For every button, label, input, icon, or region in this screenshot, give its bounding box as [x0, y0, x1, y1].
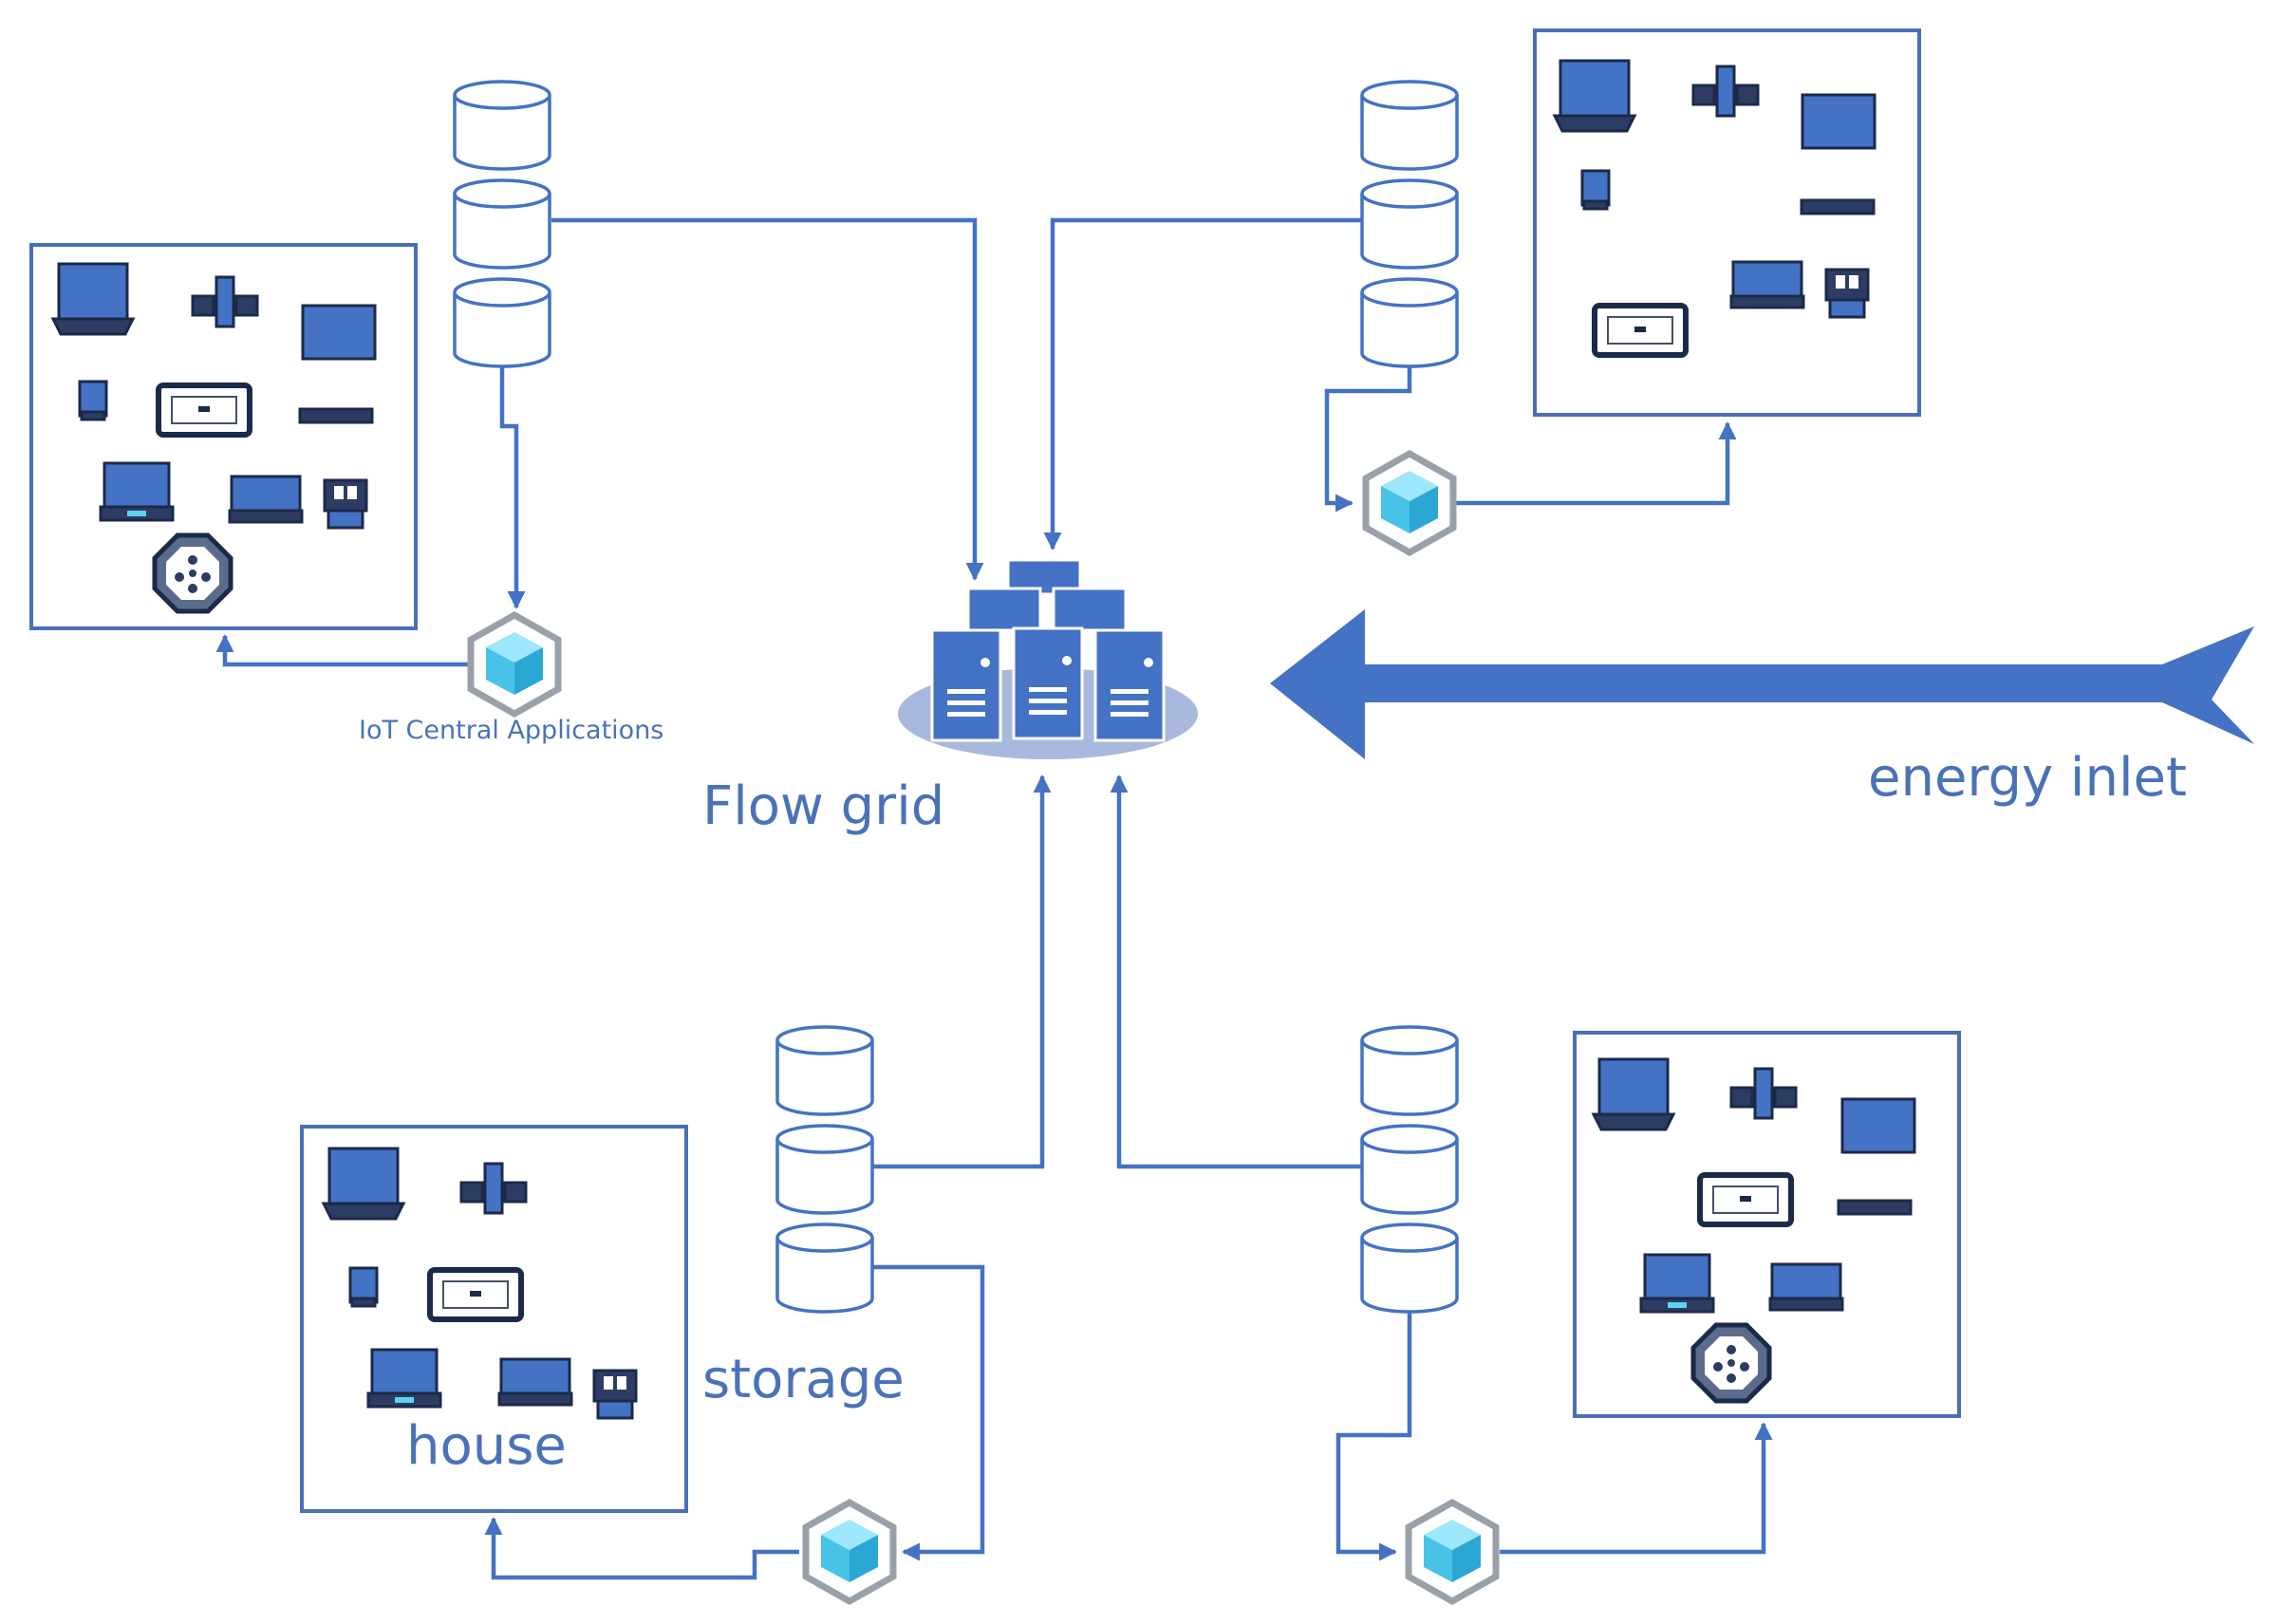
storage-stack-bottom-left	[775, 1025, 874, 1314]
sensor-icon	[348, 1266, 379, 1308]
robot-icon	[323, 478, 368, 530]
soundbar-icon	[298, 407, 374, 424]
tv-icon	[1700, 1175, 1791, 1224]
database-cylinder-icon	[453, 178, 551, 270]
smart-speaker-icon	[1693, 1325, 1769, 1401]
connector-tl-storage-to-grid	[551, 217, 984, 581]
sensor-icon	[1580, 169, 1611, 211]
monitor-icon	[1592, 1057, 1675, 1131]
monitor-icon	[1553, 59, 1636, 133]
smart-speaker-icon	[155, 535, 231, 611]
energy-inlet-arrow	[1270, 609, 2254, 759]
connector-br-storage-to-grid	[1110, 775, 1363, 1169]
tablet-icon	[1840, 1097, 1916, 1154]
iot-central-label: IoT Central Applications	[359, 716, 663, 745]
laptop-icon	[1729, 260, 1805, 309]
connector-tl-storage-to-hub	[499, 359, 526, 609]
energy-inlet-label: energy inlet	[1868, 747, 2187, 809]
connectors	[215, 217, 1773, 1580]
connector-br-storage-to-hub	[1335, 1305, 1412, 1561]
connector-tr-storage-to-grid	[1043, 217, 1363, 551]
storage-stack-top-left	[453, 80, 551, 368]
tablet-icon	[301, 304, 377, 361]
flow-grid-servers	[898, 558, 1198, 759]
sensor-icon	[78, 380, 108, 421]
iot-hub-icon	[806, 1503, 893, 1601]
monitor-icon	[51, 262, 135, 336]
iot-hub-icon	[471, 615, 558, 714]
laptop-icon	[497, 1357, 573, 1407]
database-cylinder-icon	[775, 1124, 874, 1215]
database-cylinder-icon	[775, 1025, 874, 1116]
tv-icon	[159, 385, 250, 435]
connector-tl-hub-to-house	[215, 634, 477, 667]
storage-stack-bottom-right	[1360, 1025, 1459, 1314]
connector-bl-hub-to-house	[484, 1517, 799, 1580]
database-cylinder-icon	[775, 1223, 874, 1314]
server-rack-icon	[930, 628, 1002, 742]
tv-icon	[430, 1270, 521, 1319]
server-rack-icon	[1012, 626, 1084, 740]
monitor-icon	[322, 1147, 405, 1221]
robot-icon	[592, 1369, 638, 1420]
laptop-icon	[99, 461, 175, 522]
flow-grid-label: Flow grid	[702, 775, 944, 837]
robot-icon	[1824, 268, 1870, 319]
storage-label: storage	[702, 1349, 905, 1410]
database-cylinder-icon	[1360, 277, 1459, 368]
soundbar-icon	[1800, 198, 1876, 215]
house-label: house	[406, 1415, 567, 1477]
database-cylinder-icon	[1360, 1124, 1459, 1215]
iot-hub-icon	[1366, 454, 1453, 552]
house-bottom-left	[300, 1125, 688, 1513]
laptop-icon	[1639, 1253, 1715, 1314]
connector-bl-storage-to-hub	[872, 1264, 985, 1561]
house-top-left	[29, 243, 418, 630]
soundbar-icon	[1837, 1199, 1913, 1216]
iot-hub-icon	[1409, 1503, 1496, 1601]
connector-tr-hub-to-house	[1456, 421, 1737, 506]
house-bottom-right	[1573, 1031, 1961, 1418]
database-cylinder-icon	[1360, 1223, 1459, 1314]
connector-tr-storage-to-hub	[1324, 359, 1412, 513]
database-cylinder-icon	[1360, 178, 1459, 270]
tablet-icon	[1801, 93, 1877, 150]
server-rack-icon	[1093, 628, 1166, 742]
tv-icon	[1595, 306, 1686, 355]
database-cylinder-icon	[1360, 80, 1459, 171]
laptop-icon	[228, 475, 304, 524]
laptop-icon	[1768, 1262, 1844, 1312]
database-cylinder-icon	[453, 80, 551, 171]
house-top-right	[1533, 28, 1921, 417]
database-cylinder-icon	[1360, 1025, 1459, 1116]
database-cylinder-icon	[453, 277, 551, 368]
laptop-icon	[366, 1348, 442, 1409]
connector-bl-storage-to-grid	[872, 775, 1052, 1169]
storage-stack-top-right	[1360, 80, 1459, 368]
connector-br-hub-to-house	[1500, 1422, 1773, 1555]
